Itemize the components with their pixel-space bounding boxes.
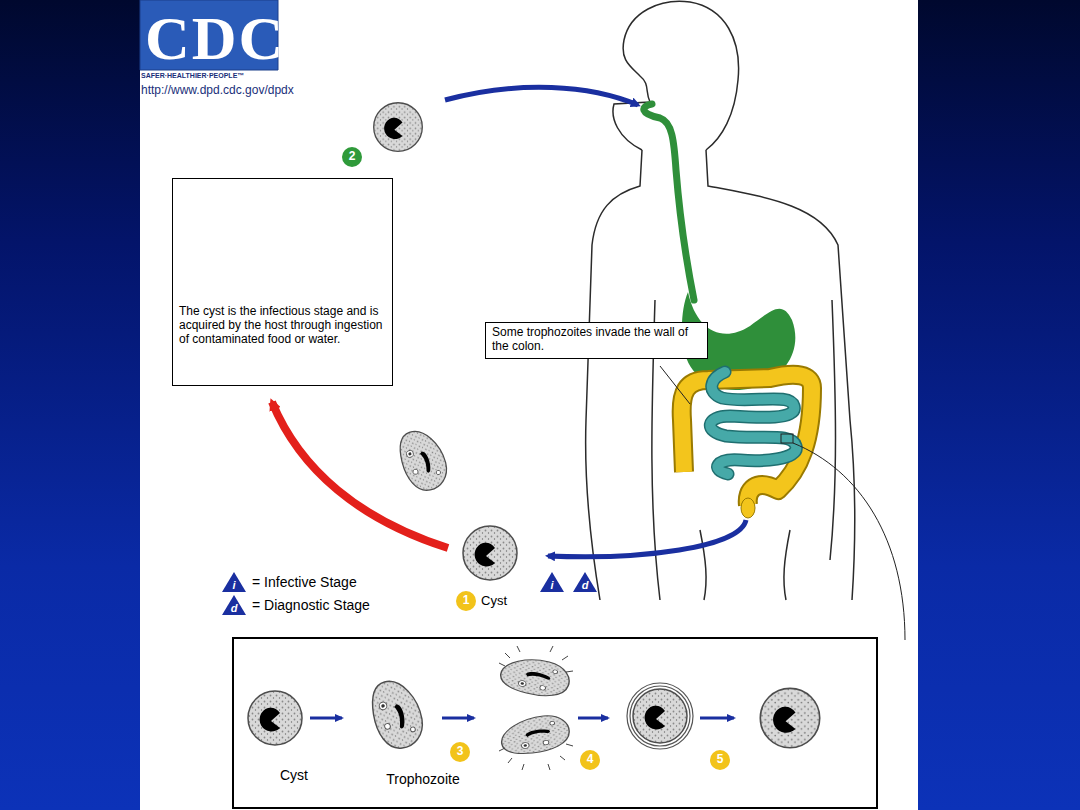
callout-number: 1: [456, 594, 476, 607]
box-text: Cyst: [264, 767, 324, 783]
stage-symbol: i: [227, 579, 241, 591]
stage-symbol: d: [578, 579, 592, 591]
logo-text: CDC: [145, 4, 285, 72]
callout-number: 3: [450, 745, 470, 758]
sequence-box: Cyst Trophozoite: [232, 637, 878, 809]
box-text: Some trophozoites invade the wall of the…: [486, 323, 707, 358]
stage-symbol: d: [227, 602, 241, 614]
callout-number: 2: [342, 150, 362, 163]
box-text: The cyst is the infectious stage and is …: [179, 305, 386, 346]
box-text-secondary: Trophozoite: [368, 771, 478, 787]
stage-symbol: i: [545, 579, 559, 591]
stage-name: Cyst: [481, 594, 507, 608]
info-box: The cyst is the infectious stage and is …: [172, 178, 393, 386]
callout-number: 4: [580, 753, 600, 766]
legend-text: = Infective Stage: [252, 575, 357, 590]
legend-text: = Diagnostic Stage: [252, 598, 370, 613]
callout-number: 5: [710, 753, 730, 766]
logo-slogan: SAFER·HEALTHIER·PEOPLE™: [141, 72, 244, 80]
callout-box: Some trophozoites invade the wall of the…: [485, 322, 708, 359]
url-text: http://www.dpd.cdc.gov/dpdx: [141, 84, 294, 97]
